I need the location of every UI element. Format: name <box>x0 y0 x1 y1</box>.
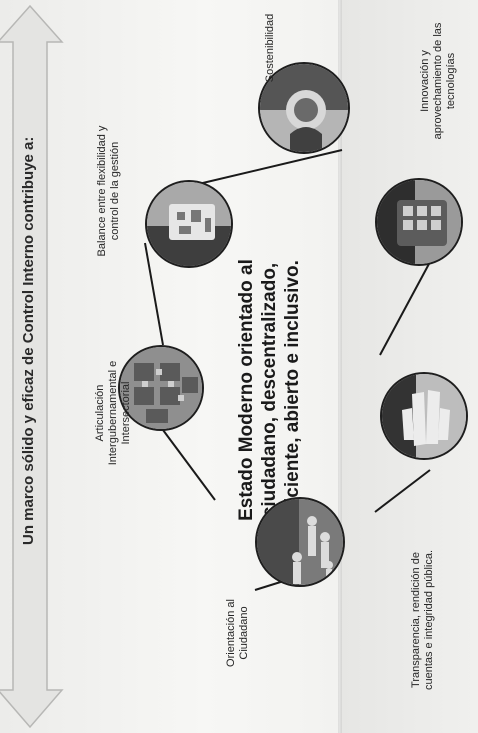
label-articulacion: Articulación Intergubernamental e Inters… <box>94 360 132 466</box>
technology-photo-icon <box>375 178 463 266</box>
puzzle-photo-icon <box>118 345 204 431</box>
page-seam <box>338 0 342 733</box>
label-transparencia: Transparencia, rendición de cuentas e in… <box>410 549 435 691</box>
scan-page-right <box>340 0 478 733</box>
sustainability-photo-icon <box>258 62 350 154</box>
hands-photo-icon <box>380 372 468 460</box>
center-line-2: ciudadano, descentralizado, <box>259 262 280 518</box>
center-statement: Estado Moderno orientado al ciudadano, d… <box>235 240 305 540</box>
label-orientacion: Orientación al Ciudadano <box>225 599 250 667</box>
center-line-3: eficiente, abierto e inclusivo. <box>282 260 303 520</box>
hexagon-connectors <box>144 149 431 591</box>
center-line-1: Estado Moderno orientado al <box>236 259 257 521</box>
label-innovacion: Innovación y aprovechamiento de las tecn… <box>419 22 457 140</box>
label-balance: Balance entre flexibilidad y control de … <box>96 125 121 257</box>
balance-photo-icon <box>145 180 233 268</box>
citizens-photo-icon <box>255 497 345 587</box>
banner-title: Un marco sólido y eficaz de Control Inte… <box>20 136 37 545</box>
label-sostenibilidad: Sostenibilidad <box>264 13 276 83</box>
